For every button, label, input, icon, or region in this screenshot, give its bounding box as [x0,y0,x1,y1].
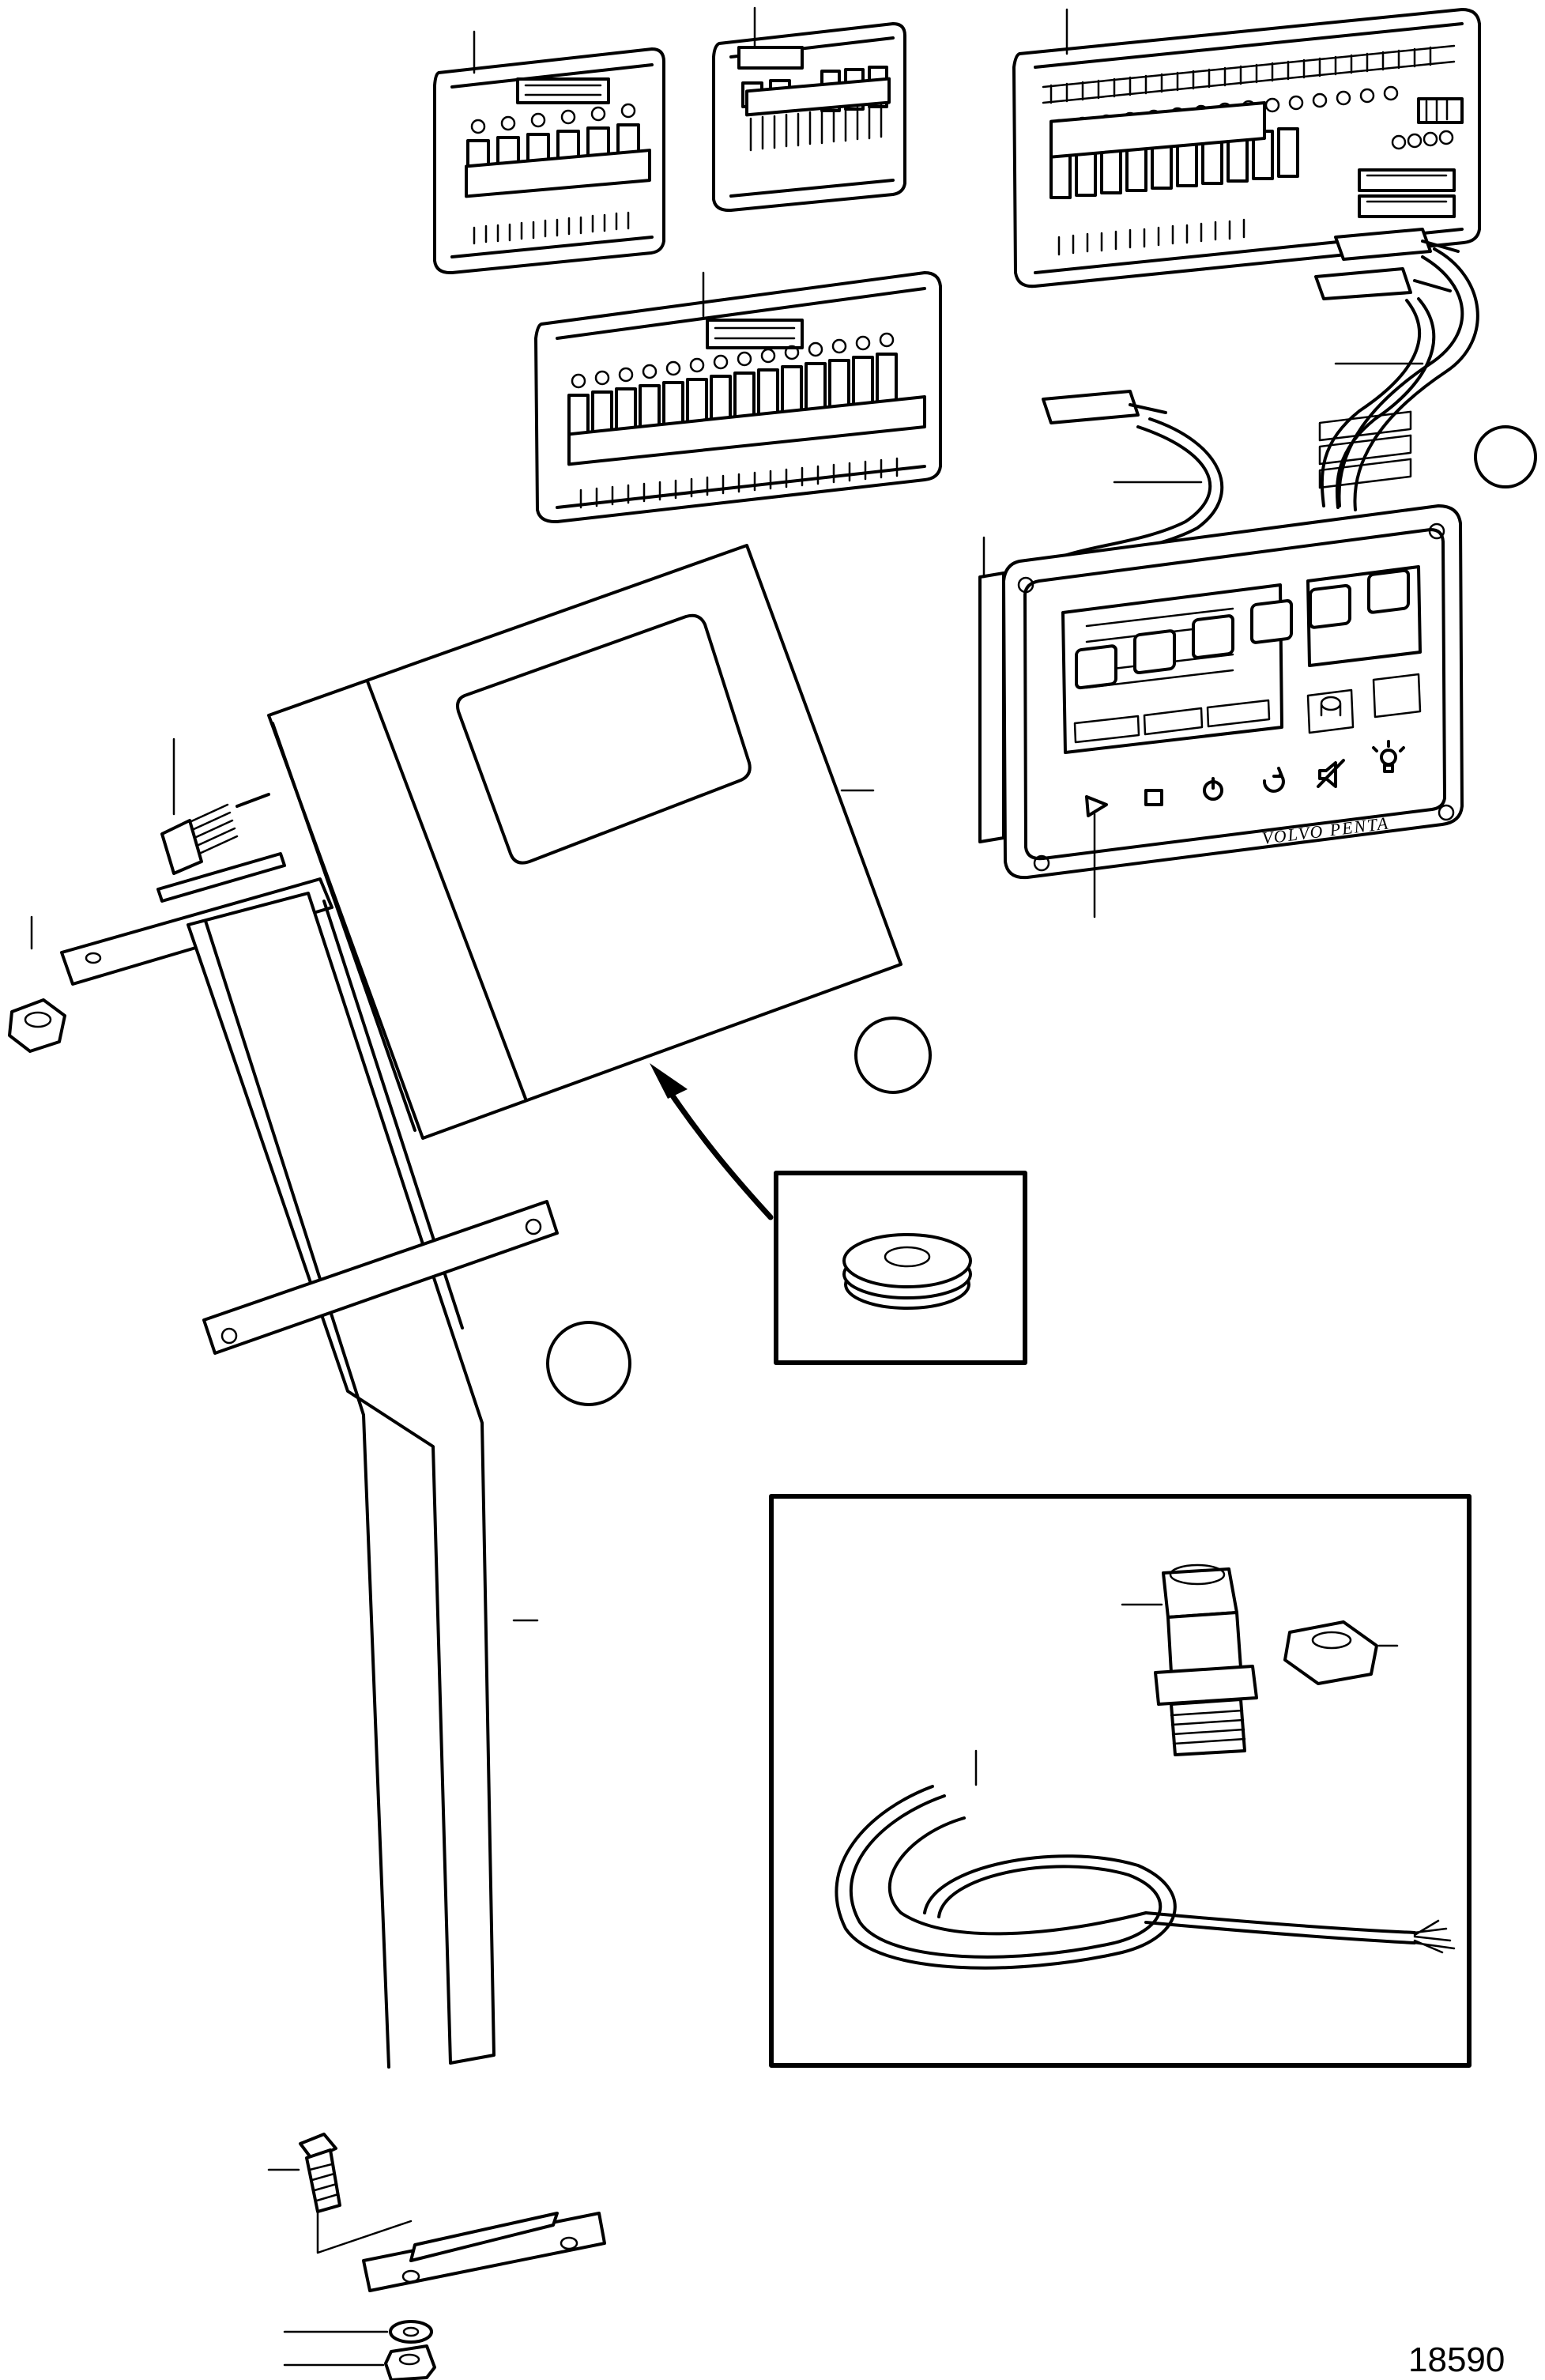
rubber-grommet-inset [774,1171,1027,1365]
cable-harness-a [1314,228,1479,511]
alarm-mute-icon [1309,583,1351,788]
box-mounting-bolt [160,737,270,875]
box-nut [8,998,66,1053]
callout-circle [1474,425,1537,488]
relay-board-main [1012,8,1481,289]
reset-icon [1250,599,1293,793]
nut [283,2344,436,2380]
pressure-sensor [1121,1563,1258,1756]
relay-board-small-a [433,30,665,275]
flange-bolt [267,2133,413,2254]
sensor-cable [835,1749,1456,1970]
panel-buttons [1075,568,1410,817]
relay-board-medium [534,271,942,524]
power-icon [1192,614,1234,801]
control-panel: VOLVO PENTA [978,410,1464,918]
pointer-arrow [650,1063,774,1220]
start-icon [1075,644,1117,817]
instrument-box [267,544,903,1140]
sensor-nut [1283,1620,1399,1685]
mounting-column [30,852,606,2292]
callout-circle [546,1321,631,1406]
relay-board-small-b [712,6,906,213]
callout-circle [854,1016,932,1094]
cable-harness-b [1042,390,1224,572]
sensor-kit-inset [769,1494,1472,2068]
washer [283,2320,433,2344]
rubber-grommet [842,1233,972,1310]
stop-icon [1133,629,1176,806]
lamp-test-icon [1367,568,1410,773]
figure-number: 18590 [1408,2340,1505,2379]
